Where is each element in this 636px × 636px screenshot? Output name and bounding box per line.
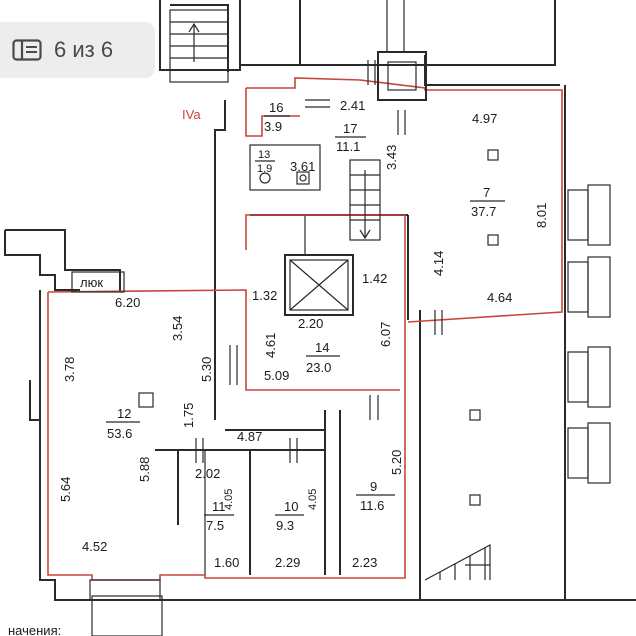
bathroom-13 xyxy=(249,144,321,191)
staircase-mid xyxy=(349,159,381,241)
door-marks xyxy=(195,60,443,463)
ventilation-shaft xyxy=(377,0,427,101)
staircase-bottom xyxy=(424,543,491,581)
gallery-icon xyxy=(12,39,42,61)
svg-text:2.23: 2.23 xyxy=(352,555,377,570)
svg-text:2.02: 2.02 xyxy=(195,466,220,481)
svg-text:3.43: 3.43 xyxy=(384,145,399,170)
svg-text:6.20: 6.20 xyxy=(115,295,140,310)
premises-boundary xyxy=(47,77,563,581)
svg-text:9.3: 9.3 xyxy=(276,518,294,533)
svg-text:5.88: 5.88 xyxy=(137,457,152,482)
svg-text:11.1: 11.1 xyxy=(336,139,360,154)
svg-text:2.41: 2.41 xyxy=(340,98,365,113)
svg-text:11.6: 11.6 xyxy=(360,498,384,513)
svg-text:3.54: 3.54 xyxy=(170,316,185,341)
room-label-9: 9 11.6 xyxy=(356,479,395,513)
svg-text:5.09: 5.09 xyxy=(264,368,289,383)
svg-text:23.0: 23.0 xyxy=(306,360,331,375)
room-label-11: 11 7.5 xyxy=(204,499,234,533)
dimension-labels: 2.41 4.97 3.43 3.61 8.01 4.14 4.64 1.42 … xyxy=(58,98,549,570)
svg-text:4.87: 4.87 xyxy=(237,429,262,444)
svg-text:2.20: 2.20 xyxy=(298,316,323,331)
gallery-counter-badge[interactable]: 6 из 6 xyxy=(0,22,155,78)
room-label-16: 16 3.9 xyxy=(264,100,290,134)
svg-text:14: 14 xyxy=(315,340,329,355)
room-label-7: 7 37.7 xyxy=(470,185,505,219)
svg-text:4.14: 4.14 xyxy=(431,251,446,276)
svg-text:4.05: 4.05 xyxy=(223,489,235,510)
windows xyxy=(89,184,611,636)
svg-text:7: 7 xyxy=(483,185,490,200)
svg-text:5.20: 5.20 xyxy=(389,450,404,475)
svg-text:4.64: 4.64 xyxy=(487,290,512,305)
room-label-10: 10 9.3 xyxy=(275,499,304,533)
svg-text:5.64: 5.64 xyxy=(58,477,73,502)
svg-text:1.75: 1.75 xyxy=(181,403,196,428)
svg-text:4.05: 4.05 xyxy=(307,489,319,510)
gallery-counter-text: 6 из 6 xyxy=(54,37,114,62)
svg-text:8.01: 8.01 xyxy=(534,203,549,228)
svg-text:11: 11 xyxy=(212,499,226,514)
staircase-top xyxy=(169,9,229,83)
svg-text:1.32: 1.32 xyxy=(252,288,277,303)
elevator-shaft xyxy=(284,254,354,316)
svg-text:5.30: 5.30 xyxy=(199,357,214,382)
svg-text:4.61: 4.61 xyxy=(263,333,278,358)
svg-text:53.6: 53.6 xyxy=(107,426,132,441)
columns xyxy=(138,149,499,506)
svg-text:9: 9 xyxy=(370,479,377,494)
svg-text:1.60: 1.60 xyxy=(214,555,239,570)
svg-text:16: 16 xyxy=(269,100,283,115)
room-label-17: 17 11.1 xyxy=(335,121,366,154)
svg-text:1.9: 1.9 xyxy=(257,163,272,175)
bottom-caption: начения: xyxy=(8,623,61,636)
svg-text:2.29: 2.29 xyxy=(275,555,300,570)
svg-text:3.78: 3.78 xyxy=(62,357,77,382)
svg-text:13: 13 xyxy=(258,149,270,161)
hatch-box xyxy=(71,271,125,293)
svg-text:3.9: 3.9 xyxy=(264,119,282,134)
svg-text:7.5: 7.5 xyxy=(206,518,224,533)
svg-text:6.07: 6.07 xyxy=(378,322,393,347)
svg-text:17: 17 xyxy=(343,121,357,136)
svg-text:37.7: 37.7 xyxy=(471,204,496,219)
svg-text:4.52: 4.52 xyxy=(82,539,107,554)
zone-label: IVa xyxy=(182,107,201,122)
hatch-label: люк xyxy=(80,275,103,290)
svg-text:4.97: 4.97 xyxy=(472,111,497,126)
svg-text:10: 10 xyxy=(284,499,298,514)
svg-text:12: 12 xyxy=(117,406,131,421)
svg-text:3.61: 3.61 xyxy=(290,159,315,174)
room-label-12: 12 53.6 xyxy=(106,406,140,441)
room-label-14: 14 23.0 xyxy=(306,340,340,375)
room-label-13: 13 1.9 xyxy=(255,149,275,175)
svg-text:1.42: 1.42 xyxy=(362,271,387,286)
